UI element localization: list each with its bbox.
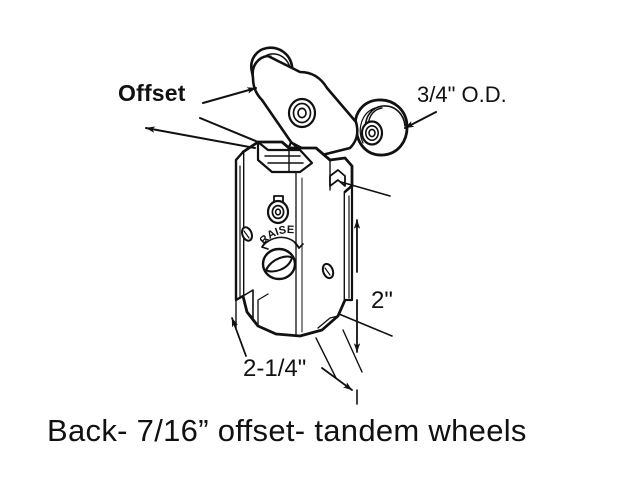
offset-leader-lower [145,126,256,149]
raise-label: RAISE [260,224,294,247]
height-adjustment-screw [261,247,297,281]
offset-label: Offset [118,80,186,106]
raise-direction-arc [261,236,304,250]
height-dimension [338,181,393,405]
width-dimension [231,299,363,391]
lower-tandem-wheel [354,98,409,157]
right-oval-slot [321,262,335,280]
bracket-width-label: 2-1/4" [243,355,307,382]
outer-diameter-label: 3/4" O.D. [417,82,507,107]
offset-leader-bracket [199,117,259,143]
offset-leader-upper [202,87,257,104]
raise-label-text: RAISE [260,224,294,247]
upper-mounting-hole [266,195,290,225]
bracket-height-label: 2" [371,287,393,314]
figure-caption: Back- 7/16” offset- tandem wheels [47,413,527,448]
roller-bracket-housing [234,140,354,338]
left-oval-slot [240,226,254,242]
od-leader [404,111,437,129]
